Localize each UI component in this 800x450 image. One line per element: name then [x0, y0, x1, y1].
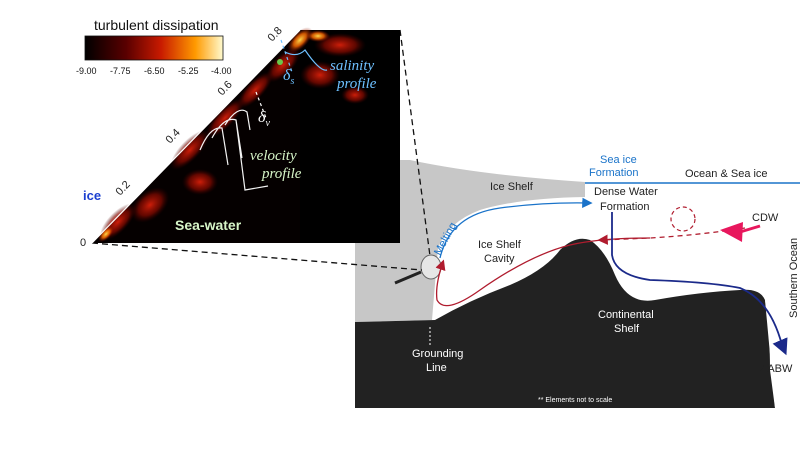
velocity-profile-label-1: velocity — [250, 148, 297, 164]
continental-shelf-label-1: Continental — [598, 309, 654, 321]
cdw-label: CDW — [752, 212, 779, 224]
dense-water-label-2: Formation — [600, 201, 650, 213]
axis-tick-0.2: 0.2 — [114, 179, 133, 198]
cavity-label-1: Ice Shelf — [478, 239, 522, 251]
colorbar-tick-5: -4.00 — [211, 66, 232, 76]
zoom-line-top — [399, 29, 431, 257]
sea-ice-formation-label-1: Sea ice — [600, 154, 637, 166]
ice-wall-edge — [91, 29, 301, 244]
salinity-profile-label-1: salinity — [330, 58, 375, 74]
colorbar-title: turbulent dissipation — [94, 17, 219, 33]
cavity-label-2: Cavity — [484, 253, 515, 265]
delta-v-label: δv — [258, 109, 270, 129]
colorbar: turbulent dissipation -9.00 -7.75 -6.50 … — [76, 17, 232, 76]
aabw-outflow-arrow — [611, 212, 788, 356]
simulation-inset: δv δs velocity profile salinity profile … — [91, 27, 400, 244]
ice-shelf — [355, 160, 585, 322]
colorbar-tick-1: -9.00 — [76, 66, 97, 76]
colorbar-tick-3: -6.50 — [144, 66, 165, 76]
aabw-label: AABW — [760, 363, 793, 375]
schematic-panel: Ice Shelf Sea ice Formation Ocean & Sea … — [355, 154, 800, 408]
sea-ice-formation-label-2: Formation — [589, 167, 639, 179]
dense-water-label-1: Dense Water — [594, 186, 658, 198]
cdw-eddy — [670, 206, 696, 232]
ice-shelf-label: Ice Shelf — [490, 181, 534, 193]
velocity-profile-label-2: profile — [261, 166, 302, 182]
delta-s-label: δs — [283, 67, 294, 87]
axis-tick-0.6: 0.6 — [216, 79, 235, 98]
zoom-line-bottom — [91, 242, 423, 271]
cdw-inflow-arrow — [435, 237, 651, 307]
meltwater-flow-arrow — [439, 197, 593, 259]
grounding-line-label-1: Grounding — [412, 348, 463, 360]
turbulence-field — [98, 27, 369, 242]
axis-tick-0.4: 0.4 — [164, 127, 183, 146]
cdw-arrow — [720, 222, 743, 242]
velocity-profile-curve — [199, 109, 269, 191]
ocean-sea-ice-label: Ocean & Sea ice — [685, 168, 768, 180]
southern-ocean-label: Southern Ocean — [788, 238, 800, 318]
salinity-profile-label-2: profile — [336, 76, 377, 92]
colorbar-tick-2: -7.75 — [110, 66, 131, 76]
continental-shelf-label-2: Shelf — [614, 323, 640, 335]
salinity-profile-curve — [284, 49, 328, 71]
continental-shelf — [355, 238, 775, 408]
velocity-boundary-line — [255, 91, 267, 119]
axis-tick-0: 0 — [80, 237, 86, 249]
scale-note: ** Elements not to scale — [538, 397, 612, 404]
colorbar-tick-4: -5.25 — [178, 66, 199, 76]
grounding-line-label-2: Line — [426, 362, 447, 374]
seawater-label: Sea-water — [175, 217, 242, 233]
colorbar-gradient — [84, 35, 224, 61]
ice-label: ice — [83, 188, 101, 203]
grounding-point-marker — [420, 254, 442, 280]
